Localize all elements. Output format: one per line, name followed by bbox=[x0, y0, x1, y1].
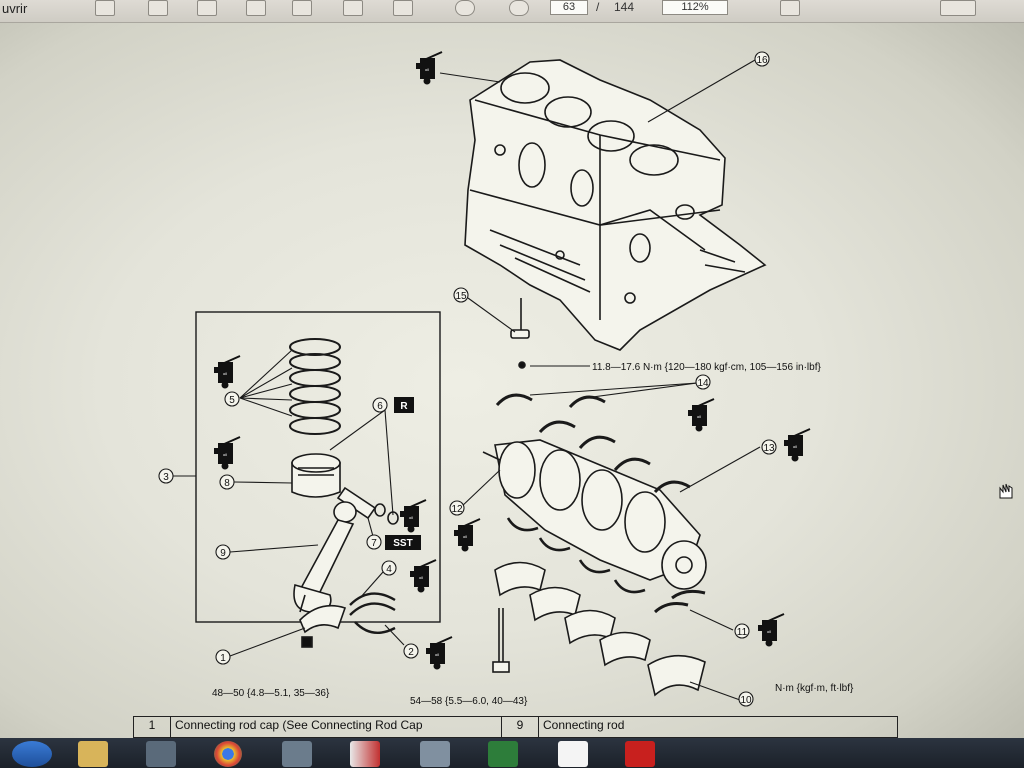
thrust-bearings bbox=[653, 589, 706, 614]
callout-5: 5 bbox=[229, 395, 235, 406]
viewer-toolbar: uvrir 63 / 144 112% bbox=[0, 0, 1024, 23]
callout-14: 14 bbox=[697, 378, 709, 389]
badge-r: R bbox=[400, 401, 408, 412]
callout-circles bbox=[158, 51, 777, 707]
callout-11: 11 bbox=[737, 627, 748, 638]
lower-main-bearings bbox=[506, 517, 646, 594]
next-page-icon[interactable] bbox=[509, 0, 529, 16]
upload-icon[interactable] bbox=[246, 0, 266, 16]
callout-6: 6 bbox=[377, 401, 383, 412]
oil-icon-thrust bbox=[757, 613, 785, 648]
badge-sst-box bbox=[385, 535, 421, 550]
main-cap-bolt bbox=[492, 608, 510, 673]
block-bolt-15 bbox=[510, 298, 530, 369]
rod-bearings bbox=[349, 592, 396, 634]
folder-icon[interactable] bbox=[78, 741, 108, 767]
page-total: 144 bbox=[614, 0, 635, 14]
callout-1: 1 bbox=[220, 653, 226, 664]
callout-8: 8 bbox=[224, 478, 230, 489]
annotate-icon[interactable] bbox=[780, 0, 800, 16]
save-icon[interactable] bbox=[292, 0, 312, 16]
oil-icon-rod-bearing-lower bbox=[425, 636, 453, 671]
torque-bolt-15: 11.8—17.6 N·m {120—180 kgf·cm, 105—156 i… bbox=[592, 362, 821, 373]
page-separator: / bbox=[596, 0, 600, 14]
print-icon[interactable] bbox=[343, 0, 363, 16]
engine-block-exploded-diagram: oil bbox=[158, 51, 1013, 707]
oil-icon-pin bbox=[399, 499, 427, 534]
crankshaft bbox=[482, 439, 707, 590]
oil-icon-rings bbox=[213, 355, 241, 390]
callout-7: 7 bbox=[371, 538, 377, 549]
legend-text: Connecting rod bbox=[538, 716, 898, 738]
legend-num: 9 bbox=[501, 716, 539, 738]
hand-tool-icon[interactable] bbox=[940, 0, 976, 16]
connecting-rod-cap bbox=[299, 604, 347, 648]
hand-cursor-icon bbox=[999, 483, 1013, 499]
piston bbox=[291, 453, 341, 498]
os-taskbar bbox=[0, 738, 1024, 768]
callout-12: 12 bbox=[451, 504, 463, 515]
chrome-icon[interactable] bbox=[214, 741, 242, 767]
oil-icon-block bbox=[415, 51, 443, 86]
main-bearing-caps bbox=[494, 561, 706, 697]
callout-15: 15 bbox=[455, 291, 467, 302]
legend-num: 1 bbox=[133, 716, 171, 738]
upper-main-bearings bbox=[495, 393, 691, 494]
page-number-input[interactable]: 63 bbox=[550, 0, 588, 15]
legend-row: 1 Connecting rod cap (See Connecting Rod… bbox=[133, 716, 898, 738]
piston-rings bbox=[289, 338, 341, 435]
connecting-rod bbox=[293, 501, 357, 613]
previous-page-icon[interactable] bbox=[455, 0, 475, 16]
oil-icon-rod-bearing bbox=[409, 559, 437, 594]
cylinder-block bbox=[464, 59, 767, 351]
callout-4: 4 bbox=[386, 564, 392, 575]
torque-rod-cap: 48—50 {4.8—5.1, 35—36} bbox=[212, 688, 330, 699]
oil-icon-journal bbox=[453, 518, 481, 553]
organizer-icon[interactable] bbox=[95, 0, 115, 16]
leader-lines bbox=[172, 59, 761, 701]
legend-text: Connecting rod cap (See Connecting Rod C… bbox=[170, 716, 502, 738]
news-icon[interactable] bbox=[558, 741, 588, 767]
callout-10: 10 bbox=[740, 695, 752, 706]
open-label[interactable]: uvrir bbox=[2, 1, 28, 16]
callout-9: 9 bbox=[220, 548, 226, 559]
parts-legend-table: 1 Connecting rod cap (See Connecting Rod… bbox=[133, 716, 898, 738]
store-icon[interactable] bbox=[146, 741, 176, 767]
network-icon[interactable] bbox=[282, 741, 312, 767]
badge-r-box bbox=[394, 397, 414, 413]
chart-app-icon[interactable] bbox=[350, 741, 380, 767]
oil-icon-crank bbox=[783, 428, 811, 463]
callout-2: 2 bbox=[408, 647, 414, 658]
edit-icon[interactable] bbox=[197, 0, 217, 16]
create-icon[interactable] bbox=[148, 0, 168, 16]
spreadsheet-icon[interactable] bbox=[488, 741, 518, 767]
oil-icon-upper-bearing bbox=[687, 398, 715, 433]
oil-icon-piston bbox=[213, 436, 241, 471]
browser-icon[interactable] bbox=[12, 741, 52, 767]
torque-main-cap: 54—58 {5.5—6.0, 40—43} bbox=[410, 696, 528, 707]
callout-16: 16 bbox=[756, 55, 768, 66]
callout-13: 13 bbox=[763, 443, 775, 454]
zoom-input[interactable]: 112% bbox=[662, 0, 728, 15]
pdf-reader-icon[interactable] bbox=[625, 741, 655, 767]
units-note: N·m {kgf·m, ft·lbf} bbox=[775, 683, 854, 694]
email-icon[interactable] bbox=[393, 0, 413, 16]
device-icon[interactable] bbox=[420, 741, 450, 767]
badge-sst: SST bbox=[393, 538, 412, 549]
callout-3: 3 bbox=[163, 472, 169, 483]
